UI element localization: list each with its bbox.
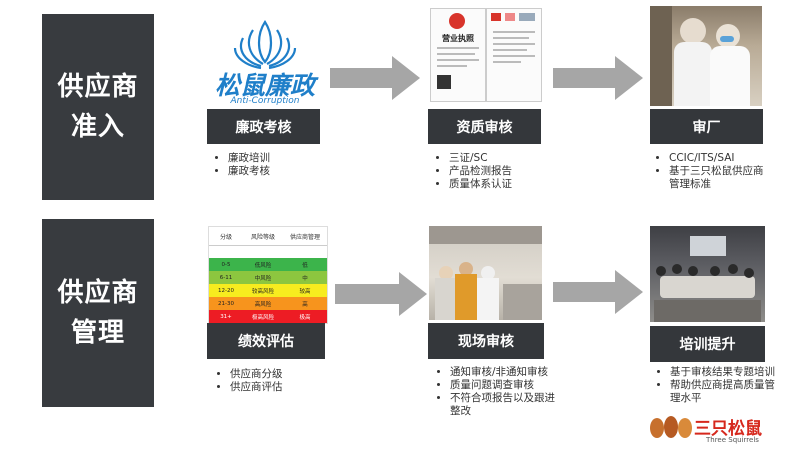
- lotus-icon: [233, 20, 297, 70]
- table-row: 31+ 极高风险 极高: [209, 310, 327, 323]
- bullet-item: 供应商评估: [230, 381, 334, 394]
- bullet-item: 通知审核/非通知审核: [450, 366, 556, 379]
- bullet-item: 基于三只松鼠供应商管理标准: [669, 165, 773, 191]
- onsite-audit-photo: [429, 226, 542, 320]
- step-title-onsite-audit: 现场审核: [428, 323, 544, 359]
- table-row: 12-20 较高风险 较高: [209, 284, 327, 297]
- bullet-item: 不符合项报告以及跟进整改: [450, 392, 556, 418]
- step-title-factory-audit: 审厂: [650, 109, 763, 144]
- table-header-cell: 供应商管理: [289, 233, 320, 241]
- step-bullets-performance: 供应商分级 供应商评估: [216, 368, 334, 394]
- bullet-item: 质量问题调查审核: [450, 379, 556, 392]
- step-title-qualification: 资质审核: [428, 109, 541, 144]
- brand-logo: 三只松鼠 Three Squirrels: [650, 408, 780, 448]
- row-label-line-2: 准入: [70, 112, 125, 142]
- factory-audit-photo: [650, 6, 762, 106]
- table-row: 21-30 高风险 高: [209, 297, 327, 310]
- arrow-right-icon: [330, 56, 420, 100]
- table-header-cell: 分级: [219, 233, 232, 241]
- table-row: 6-11 中风险 中: [209, 271, 327, 284]
- training-session-photo: [650, 226, 765, 322]
- row-label-admission: 供应商 准入: [42, 14, 154, 200]
- arrow-right-icon: [553, 270, 643, 314]
- business-license-image: 营业执照: [428, 6, 542, 104]
- bullet-item: 三证/SC: [449, 152, 553, 165]
- step-title-training: 培训提升: [650, 326, 765, 362]
- brand-name: 三只松鼠: [694, 419, 762, 439]
- step-bullets-qualification: 三证/SC 产品检测报告 质量体系认证: [435, 152, 553, 191]
- arrow-right-icon: [335, 272, 427, 316]
- bullet-item: CCIC/ITS/SAI: [669, 152, 773, 165]
- step-bullets-training: 基于审核结果专题培训 帮助供应商提高质量管理水平: [656, 366, 780, 405]
- row-label-management: 供应商 管理: [42, 219, 154, 407]
- bullet-item: 产品检测报告: [449, 165, 553, 178]
- table-header-cell: 风险等级: [250, 233, 275, 241]
- bullet-item: 基于审核结果专题培训: [670, 366, 780, 379]
- anti-corruption-logo: 松鼠廉政 Anti-Corruption: [205, 16, 325, 108]
- bullet-item: 帮助供应商提高质量管理水平: [670, 379, 780, 405]
- bullet-item: 供应商分级: [230, 368, 334, 381]
- step-title-performance: 绩效评估: [207, 323, 325, 359]
- bullet-item: 廉政考核: [228, 165, 332, 178]
- squirrel-mascot-icon: [650, 414, 694, 442]
- step-bullets-onsite-audit: 通知审核/非通知审核 质量问题调查审核 不符合项报告以及跟进整改: [436, 366, 556, 418]
- bullet-item: 质量体系认证: [449, 178, 553, 191]
- row-label-line-1: 供应商: [57, 278, 139, 308]
- logo-english-text: Anti-Corruption: [230, 96, 300, 106]
- arrow-right-icon: [553, 56, 643, 100]
- license-title: 营业执照: [442, 34, 474, 43]
- row-label-line-2: 管理: [70, 318, 125, 348]
- step-title-integrity: 廉政考核: [207, 109, 320, 144]
- table-row: 0-5 低风险 低: [209, 258, 327, 271]
- row-label-line-1: 供应商: [57, 72, 139, 102]
- bullet-item: 廉政培训: [228, 152, 332, 165]
- step-bullets-integrity: 廉政培训 廉政考核: [214, 152, 332, 178]
- performance-rating-table: 分级 风险等级 供应商管理 0-5 低风险 低 6-11 中风险 中 12-20…: [208, 226, 328, 324]
- logo-chinese-text: 松鼠廉政: [214, 71, 315, 100]
- brand-english: Three Squirrels: [706, 436, 759, 444]
- step-bullets-factory-audit: CCIC/ITS/SAI 基于三只松鼠供应商管理标准: [655, 152, 773, 191]
